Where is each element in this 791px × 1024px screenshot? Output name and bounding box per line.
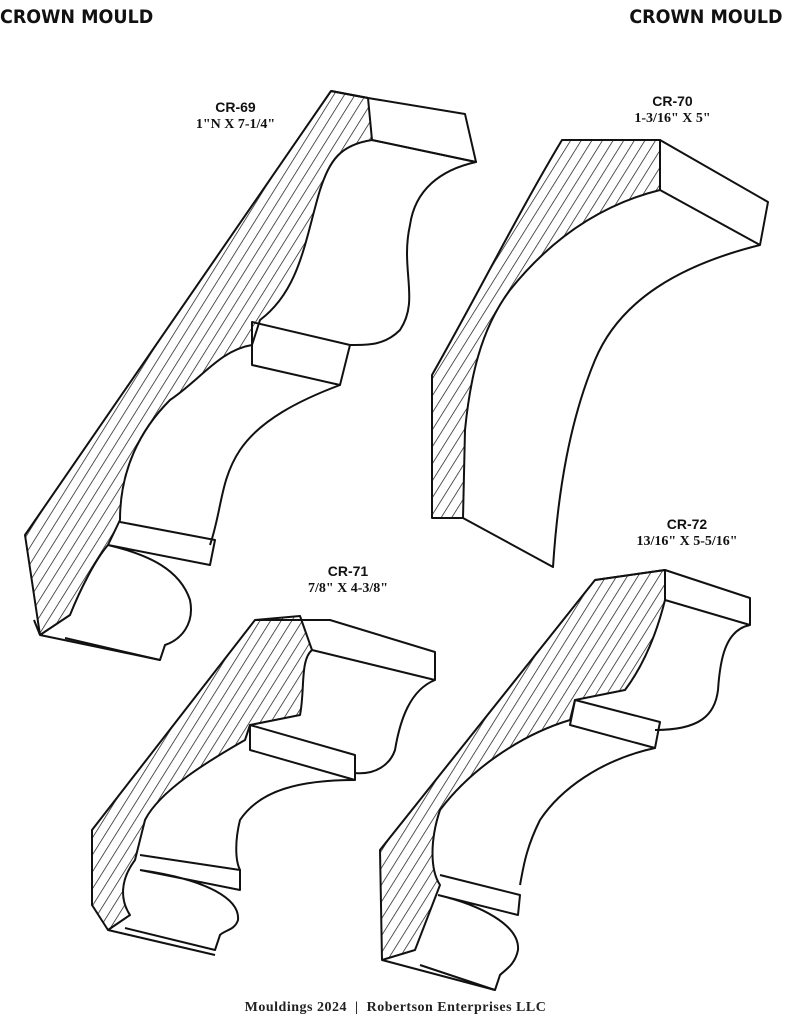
cr-69-base <box>33 619 161 661</box>
cr-72-hatched-end <box>379 569 666 961</box>
footer-catalog: Mouldings 2024 <box>244 1000 347 1015</box>
cr-72-bead <box>419 874 521 991</box>
cr-71-top-face <box>255 619 436 681</box>
cr-70-hatched-end <box>431 139 661 519</box>
moulding-size: 1"N X 7-1/4" <box>195 117 276 132</box>
page-footer: Mouldings 2024 | Robertson Enterprises LLC <box>0 1000 791 1016</box>
label-cr-71: CR-71 7/8" X 4-3/8" <box>298 563 398 597</box>
label-cr-69: CR-69 1"N X 7-1/4" <box>188 99 283 133</box>
cr-69-lower-curve <box>209 384 341 546</box>
cr-69-step <box>251 321 351 386</box>
cr-71-base <box>107 929 216 956</box>
cr-70-curved-face <box>462 244 761 568</box>
footer-separator: | <box>354 1000 359 1015</box>
profile-cr-69 <box>24 90 477 661</box>
cr-69-hatched-end <box>24 90 373 636</box>
cr-71-upper-curve <box>354 679 436 775</box>
cr-71-step <box>249 724 356 781</box>
page-header-right: CROWN MOULD <box>629 6 783 28</box>
label-cr-72: CR-72 13/16" X 5-5/16" <box>622 516 752 550</box>
cr-69-far-edge <box>330 90 369 99</box>
moulding-code: CR-72 <box>666 516 708 532</box>
moulding-size: 7/8" X 4-3/8" <box>307 581 389 596</box>
cr-72-top-face <box>594 569 751 626</box>
moulding-code: CR-71 <box>327 563 369 579</box>
cr-72-step <box>569 699 661 749</box>
footer-company: Robertson Enterprises LLC <box>366 1000 547 1015</box>
moulding-code: CR-70 <box>652 93 693 109</box>
cr-71-lower-curve <box>235 779 356 871</box>
moulding-size: 13/16" X 5-5/16" <box>636 534 738 549</box>
cr-69-bead <box>64 521 216 661</box>
moulding-code: CR-69 <box>215 99 256 115</box>
profile-cr-72 <box>379 569 751 991</box>
cr-69-upper-curve <box>349 139 477 346</box>
cr-71-hatched-end <box>91 615 313 931</box>
cr-72-upper-curve <box>654 624 751 731</box>
cr-72-base <box>381 959 496 991</box>
profile-cr-71 <box>91 615 436 956</box>
moulding-size: 1-3/16" X 5" <box>634 111 711 126</box>
label-cr-70: CR-70 1-3/16" X 5" <box>620 93 725 127</box>
cr-70-top-face <box>659 139 769 246</box>
profile-cr-70 <box>431 139 769 568</box>
page-header-left: CROWN MOULD <box>0 6 154 28</box>
cr-72-lower-curve <box>519 747 656 886</box>
cr-71-bead <box>124 854 241 951</box>
